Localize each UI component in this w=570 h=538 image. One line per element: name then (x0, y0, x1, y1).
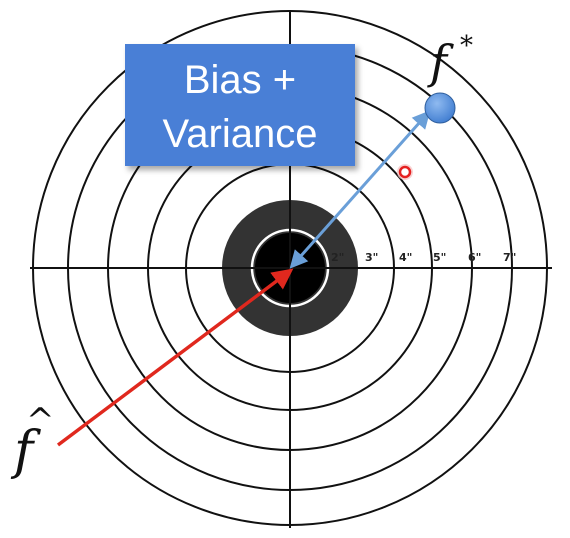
title-line-1: Bias + (184, 58, 296, 102)
ring-label-7: 7" (503, 251, 516, 264)
f-hat-accent: ^ (26, 401, 55, 441)
title-line-2: Variance (163, 112, 318, 156)
bias-arrow (56, 268, 294, 447)
ring-label-5: 5" (433, 251, 446, 264)
sample-point (398, 165, 412, 179)
title-box-background (125, 44, 355, 166)
ring-label-2: 2" (331, 251, 344, 264)
f-star-superscript: * (460, 31, 473, 61)
ring-labels: 2" 3" 4" 5" 6" 7" (331, 251, 516, 264)
ring-label-3: 3" (365, 251, 378, 264)
ring-label-6: 6" (468, 251, 481, 264)
title-box (125, 44, 355, 166)
ring-label-4: 4" (399, 251, 412, 264)
f-star-label: f (427, 35, 454, 89)
variance-arrow (289, 110, 431, 269)
f-star-point (424, 92, 456, 124)
